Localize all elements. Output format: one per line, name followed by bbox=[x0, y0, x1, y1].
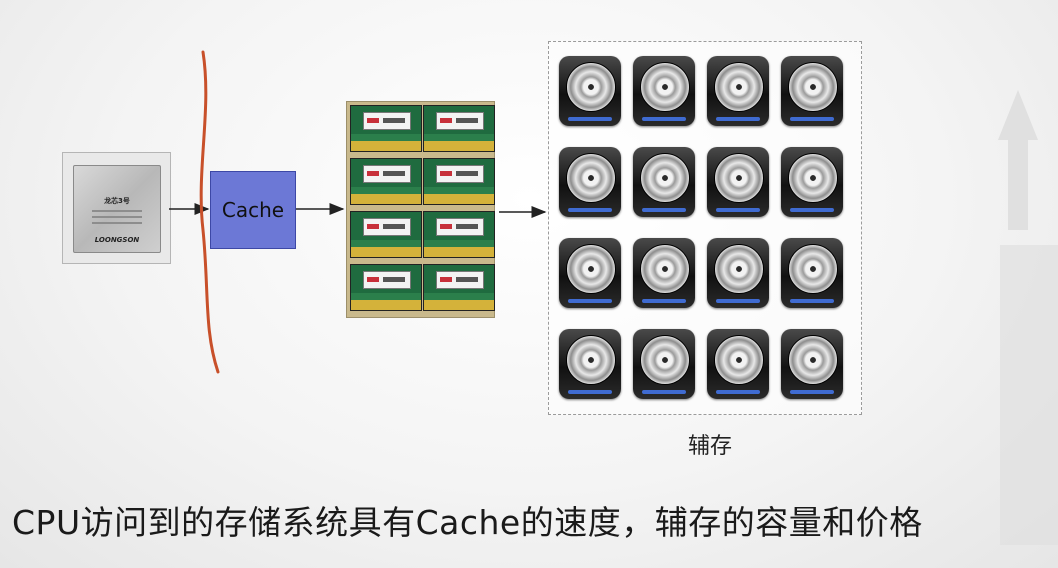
cpu-brand-text: 龙芯3号 bbox=[104, 197, 130, 205]
memory-module-icon bbox=[350, 211, 422, 258]
hard-disk-icon bbox=[707, 329, 769, 399]
hard-disk-icon bbox=[781, 147, 843, 217]
slide-caption: CPU访问到的存储系统具有Cache的速度，辅存的容量和价格 bbox=[12, 503, 923, 542]
cpu-chip-icon: 龙芯3号 LOONGSON bbox=[73, 165, 161, 253]
hard-disk-icon bbox=[559, 147, 621, 217]
hard-disk-icon bbox=[707, 56, 769, 126]
memory-module-icon bbox=[423, 211, 495, 258]
memory-module-icon bbox=[423, 264, 495, 311]
memory-module-icon bbox=[350, 158, 422, 205]
hard-disk-icon bbox=[633, 56, 695, 126]
main-memory-image bbox=[346, 101, 495, 318]
memory-module-icon bbox=[350, 105, 422, 152]
hard-disk-icon bbox=[633, 238, 695, 308]
secondary-storage-grid bbox=[548, 41, 862, 415]
memory-module-icon bbox=[350, 264, 422, 311]
hard-disk-icon bbox=[781, 56, 843, 126]
cpu-chip-image: 龙芯3号 LOONGSON bbox=[62, 152, 171, 264]
secondary-storage-label: 辅存 bbox=[687, 434, 732, 459]
hard-disk-icon bbox=[707, 238, 769, 308]
cache-box: Cache bbox=[210, 171, 296, 249]
memory-module-icon bbox=[423, 105, 495, 152]
hard-disk-icon bbox=[559, 329, 621, 399]
hard-disk-icon bbox=[559, 56, 621, 126]
hard-disk-icon bbox=[559, 238, 621, 308]
separator-curve bbox=[199, 50, 220, 374]
cpu-maker-text: LOONGSON bbox=[94, 236, 140, 244]
hard-disk-icon bbox=[781, 329, 843, 399]
hard-disk-icon bbox=[633, 329, 695, 399]
hard-disk-icon bbox=[781, 238, 843, 308]
memory-module-icon bbox=[423, 158, 495, 205]
hard-disk-icon bbox=[633, 147, 695, 217]
decorative-arrow-shape bbox=[998, 90, 1058, 545]
hard-disk-icon bbox=[707, 147, 769, 217]
